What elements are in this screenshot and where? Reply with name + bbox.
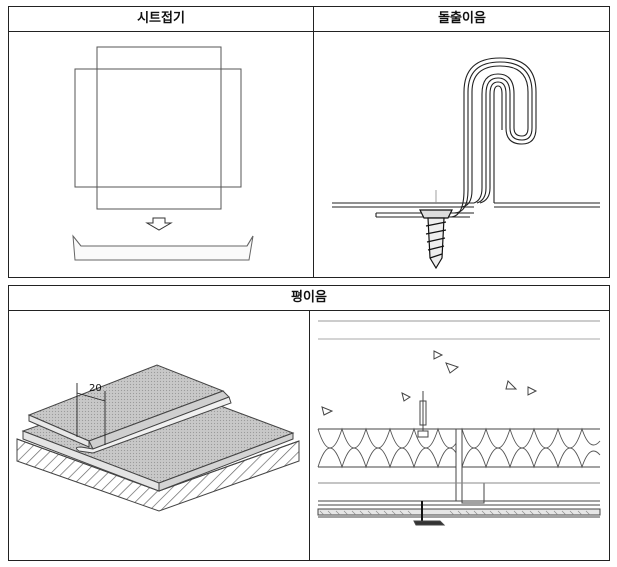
folded-sheet: [72, 234, 254, 261]
down-arrow-icon: [145, 217, 173, 231]
flat-seam-header: 평이음: [9, 286, 609, 311]
top-column-divider: [313, 7, 314, 277]
horizontal-sheet: [74, 68, 242, 188]
flat-seam-figure: 20: [9, 311, 309, 561]
vertical-sheet: [96, 46, 222, 210]
screw-icon: [419, 190, 453, 270]
sheet-folding-figure: [9, 32, 313, 278]
upper-sheet: [27, 364, 232, 454]
sheet-folding-title: 시트접기: [137, 11, 185, 26]
dimension-label: 20: [89, 383, 102, 394]
bottom-column-divider: [309, 311, 310, 560]
top-table: 시트접기 돌출이음: [8, 6, 610, 278]
dimension-marker: [76, 383, 106, 445]
bottom-table: 평이음: [8, 285, 610, 561]
top-header-row: 시트접기 돌출이음: [9, 7, 609, 32]
roof-pattern: [319, 510, 591, 516]
flat-seam-section-figure: [310, 311, 610, 561]
standing-seam-figure: [314, 32, 610, 278]
standing-seam-title: 돌출이음: [438, 11, 486, 26]
